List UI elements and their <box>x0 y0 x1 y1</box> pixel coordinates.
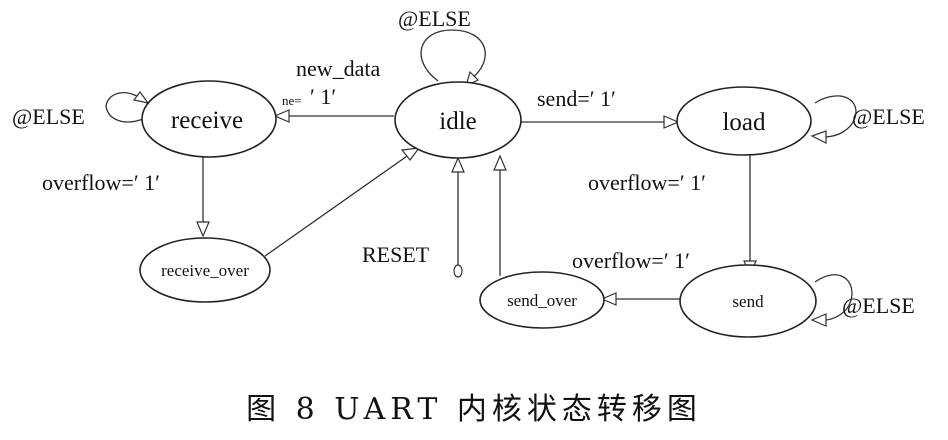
arrow-head <box>132 90 150 104</box>
state-send: send <box>679 264 817 338</box>
figure-caption: 图 8 UART 内核状态转移图 <box>246 392 702 427</box>
state-receive-label: receive <box>171 107 243 134</box>
state-send-over: send_over <box>479 271 605 329</box>
label-ne-prefix: ne= <box>282 93 302 108</box>
arrow-head <box>810 313 827 327</box>
label-new-data: new_data <box>296 56 381 81</box>
label-overflow-receive: overflow=′ 1′ <box>42 170 160 195</box>
label-else-idle: @ELSE <box>398 6 471 31</box>
label-send-condition: send=′ 1′ <box>537 86 616 111</box>
self-loop-load <box>814 95 857 138</box>
self-loop-idle <box>420 29 486 82</box>
state-load: load <box>676 86 812 156</box>
state-receive-over-shape <box>139 237 271 303</box>
state-receive-shape <box>141 80 277 158</box>
self-loop-send <box>814 274 853 321</box>
arrow-head <box>493 154 507 171</box>
edge-receive-over-to-idle <box>264 153 411 257</box>
label-overflow-send: overflow=′ 1′ <box>572 248 690 273</box>
state-load-shape <box>676 86 812 156</box>
arrow-head <box>196 221 210 238</box>
state-idle-label: idle <box>439 108 477 135</box>
state-receive-over-label: receive_over <box>161 261 249 280</box>
state-load-label: load <box>722 109 766 136</box>
label-else-load: @ELSE <box>852 104 925 129</box>
state-idle: idle <box>394 81 522 159</box>
arrow-head <box>810 130 827 144</box>
arrow-head <box>600 292 617 306</box>
label-reset: RESET <box>362 242 430 267</box>
label-else-send: @ELSE <box>842 293 915 318</box>
self-loop-receive <box>105 92 148 123</box>
arrow-head <box>451 156 465 173</box>
state-receive: receive <box>141 80 277 158</box>
arrow-head <box>400 147 421 161</box>
state-send-label: send <box>732 292 764 311</box>
label-else-receive: @ELSE <box>12 104 85 129</box>
label-overflow-load: overflow=′ 1′ <box>588 170 706 195</box>
state-send-over-shape <box>479 271 605 329</box>
arrow-head <box>663 115 680 129</box>
state-send-over-label: send_over <box>507 291 577 310</box>
label-ne-value: ′ 1′ <box>310 84 336 109</box>
arrow-head <box>273 109 290 123</box>
state-send-shape <box>679 264 817 338</box>
reset-origin-marker <box>453 264 463 278</box>
state-idle-shape <box>394 81 522 159</box>
state-receive-over: receive_over <box>139 237 271 303</box>
